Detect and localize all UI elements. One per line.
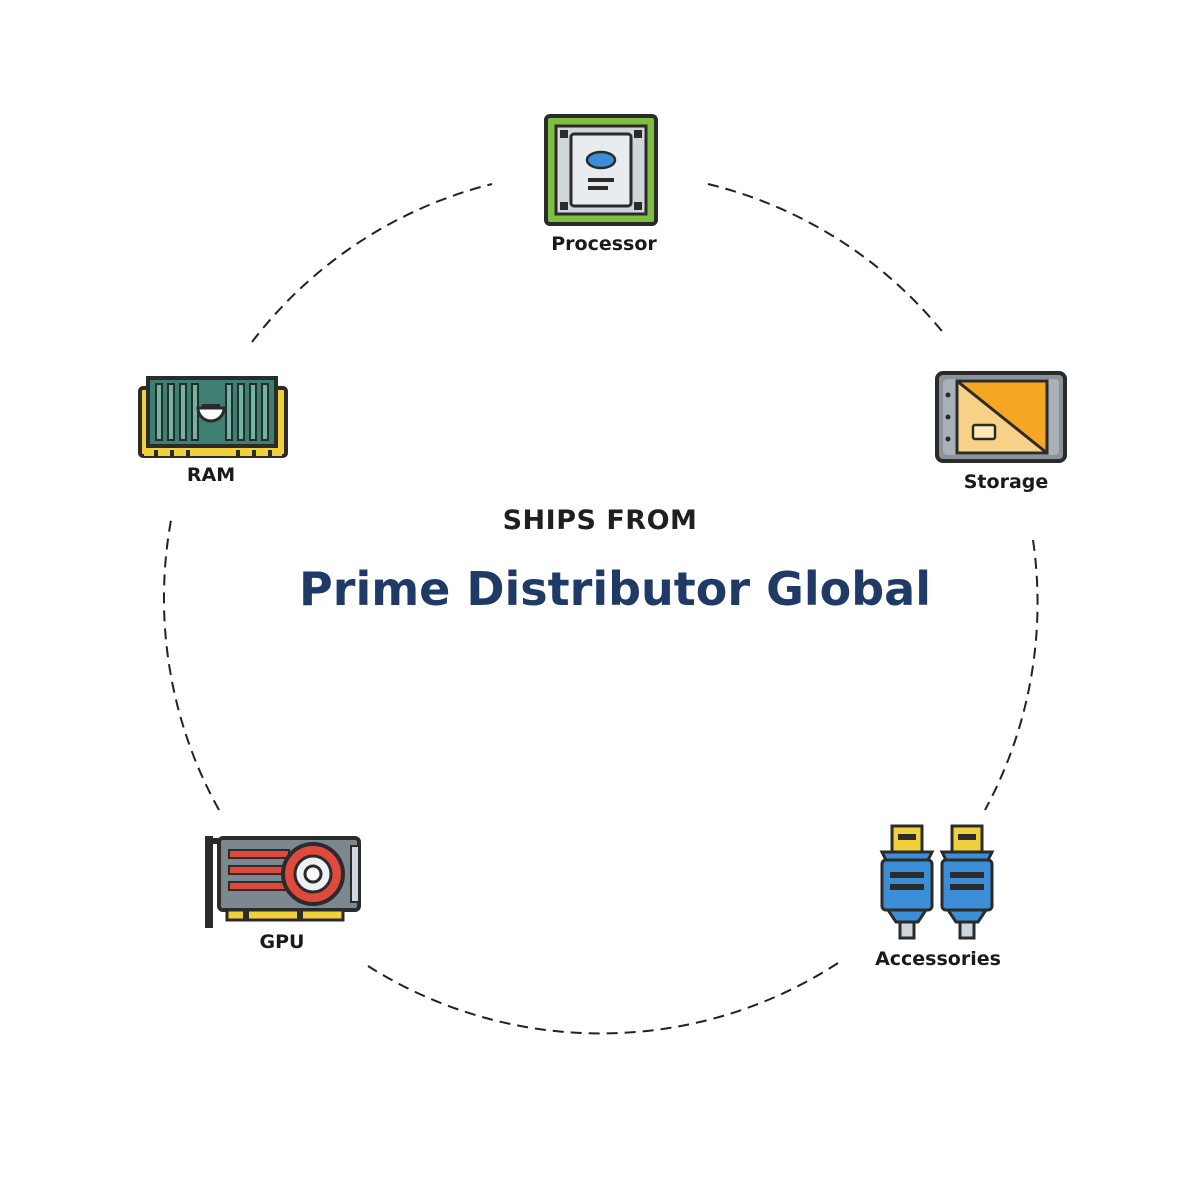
hdmi-cables-icon	[879, 824, 995, 940]
graphics-card-icon	[205, 836, 361, 928]
ssd-storage-icon	[935, 371, 1067, 463]
ram-module-icon	[138, 376, 288, 458]
ring-arc-accessories-gpu	[367, 962, 839, 1035]
center-title: Prime Distributor Global	[299, 562, 931, 616]
ring-arc-processor-storage	[707, 183, 946, 336]
ring-arc-storage-accessories	[984, 539, 1039, 811]
processor-label: Processor	[551, 233, 657, 255]
ring-arc-gpu-ram	[162, 514, 220, 811]
cpu-processor-icon	[544, 114, 658, 226]
center-subtitle: SHIPS FROM	[502, 505, 698, 536]
storage-label: Storage	[963, 471, 1049, 493]
accessories-label: Accessories	[875, 948, 1001, 970]
ram-label: RAM	[186, 464, 236, 486]
ring-arc-ram-processor	[251, 183, 493, 343]
gpu-label: GPU	[259, 931, 305, 953]
